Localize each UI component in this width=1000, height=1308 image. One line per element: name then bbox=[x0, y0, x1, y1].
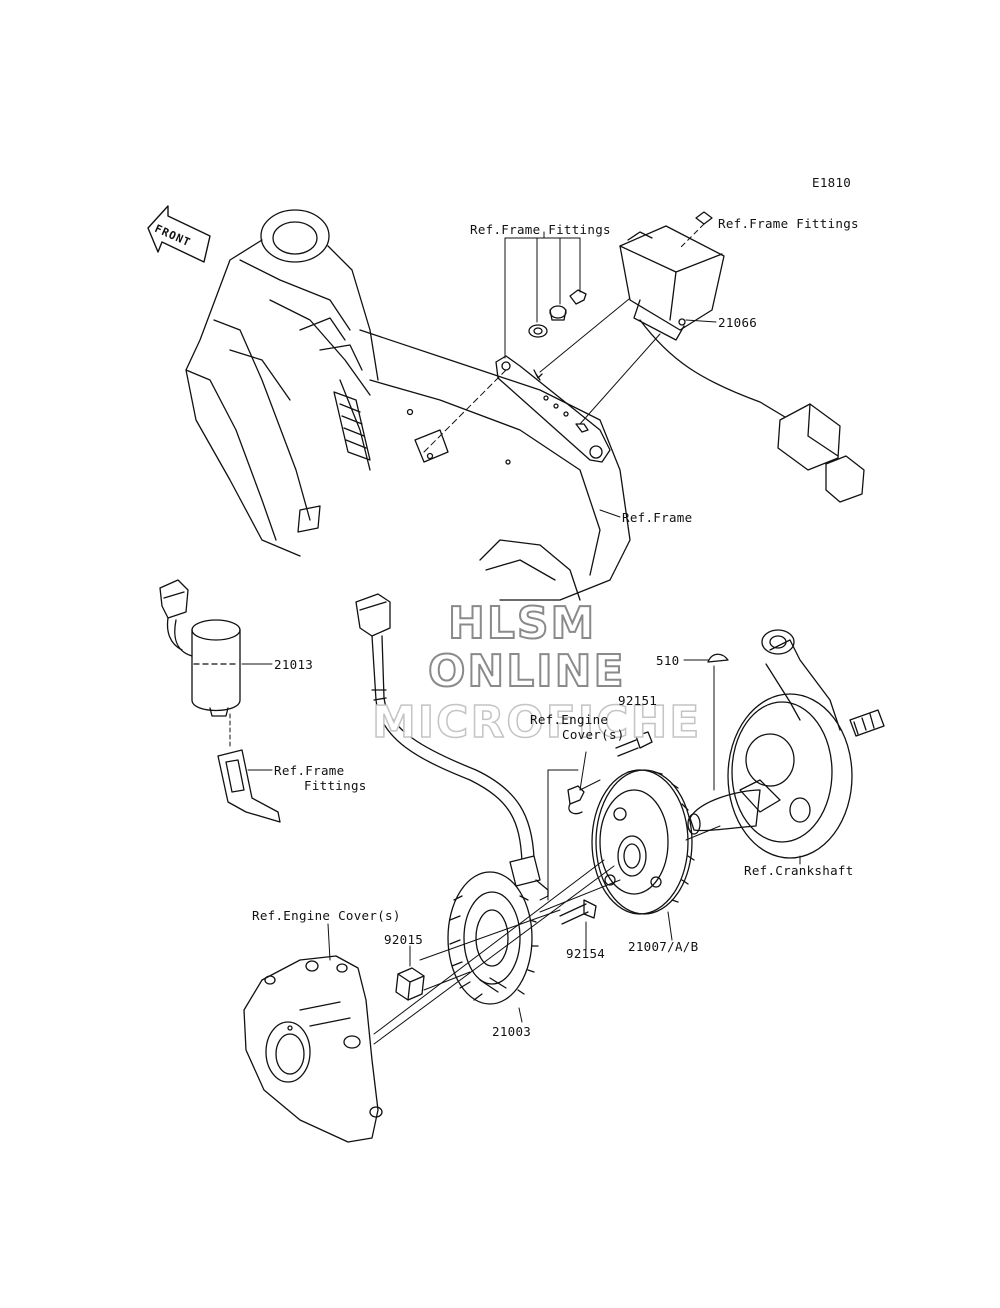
label-ref-engine-covers-left[interactable]: Ref.Engine Cover(s) bbox=[252, 908, 401, 923]
watermark-line-3: MICROFICHE bbox=[371, 696, 702, 749]
label-part-21007[interactable]: 21007/A/B bbox=[628, 939, 699, 954]
mount-bracket-icon bbox=[217, 713, 281, 823]
label-part-21066[interactable]: 21066 bbox=[718, 315, 758, 330]
capacitor-icon bbox=[159, 579, 241, 717]
watermark-line-1: HLSM bbox=[447, 597, 597, 650]
label-part-92151[interactable]: 92151 bbox=[618, 693, 658, 708]
label-ref-frame-fittings-left[interactable]: Ref.Frame bbox=[274, 763, 345, 778]
fastener-icons bbox=[528, 289, 587, 338]
clamp-icon bbox=[567, 785, 585, 815]
stator-wire-icon bbox=[355, 593, 535, 863]
label-part-510[interactable]: 510 bbox=[656, 653, 680, 668]
label-ref-frame[interactable]: Ref.Frame bbox=[622, 510, 693, 525]
label-ref-frame-fittings-right[interactable]: Ref.Frame Fittings bbox=[718, 216, 859, 231]
crankshaft-icon bbox=[687, 629, 885, 859]
label-ref-frame-fittings-left-2[interactable]: Fittings bbox=[304, 778, 367, 793]
diagram-code: E1810 bbox=[812, 175, 852, 190]
stator-icon bbox=[447, 769, 579, 1005]
label-ref-crankshaft[interactable]: Ref.Crankshaft bbox=[744, 863, 854, 878]
bolt-92154-icon bbox=[559, 899, 597, 925]
frame-icon bbox=[185, 209, 631, 601]
label-ref-frame-fittings-top[interactable]: Ref.Frame Fittings bbox=[470, 222, 611, 237]
ecu-unit-icon bbox=[619, 211, 865, 503]
label-ref-engine-cover-mid-2[interactable]: Cover(s) bbox=[562, 727, 625, 742]
front-arrow-icon bbox=[147, 205, 211, 263]
label-part-21013[interactable]: 21013 bbox=[274, 657, 314, 672]
watermark-line-2: ONLINE bbox=[427, 645, 626, 698]
label-part-92015[interactable]: 92015 bbox=[384, 932, 424, 947]
woodruff-key-icon bbox=[707, 653, 729, 663]
bolt-92151-icon bbox=[615, 731, 653, 757]
label-part-92154[interactable]: 92154 bbox=[566, 946, 606, 961]
nut-92015-icon bbox=[395, 967, 425, 1001]
flywheel-icon bbox=[591, 769, 695, 915]
label-part-21003[interactable]: 21003 bbox=[492, 1024, 532, 1039]
label-ref-engine-cover-mid[interactable]: Ref.Engine bbox=[530, 712, 609, 727]
engine-cover-icon bbox=[243, 955, 383, 1143]
